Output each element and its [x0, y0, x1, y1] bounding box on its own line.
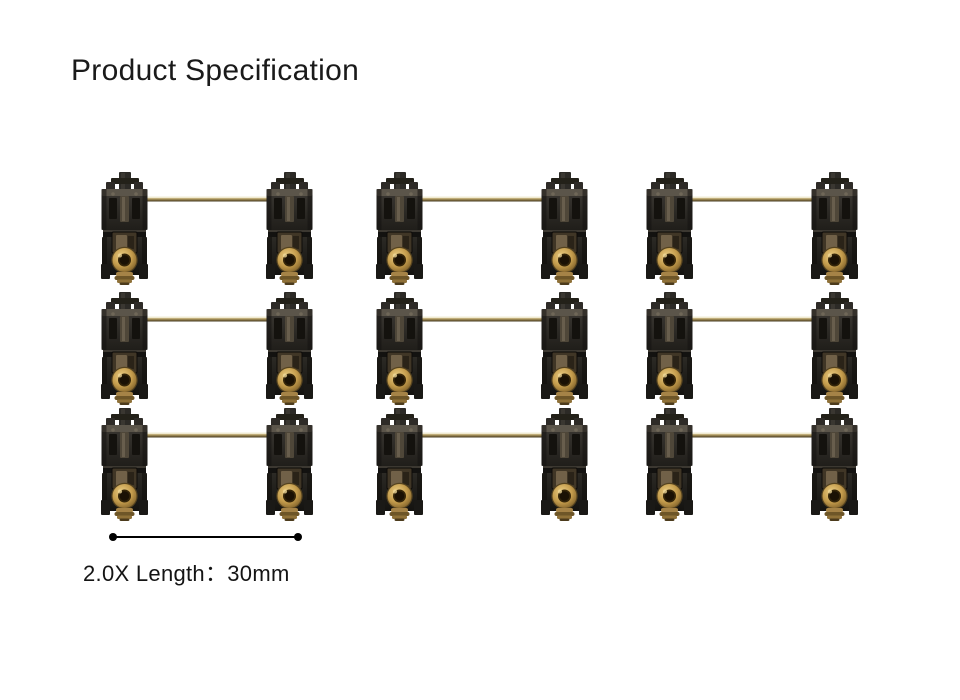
stabilizer-illustration	[646, 406, 858, 521]
dimension-line-bar	[113, 535, 298, 539]
stabilizer-illustration	[376, 290, 588, 405]
page-title: Product Specification	[71, 54, 360, 87]
stabilizer-illustration	[646, 290, 858, 405]
stabilizer-illustration	[376, 406, 588, 521]
stabilizer-illustration	[101, 406, 313, 521]
stabilizer-grid	[101, 170, 859, 522]
stabilizer-image	[376, 406, 588, 521]
stabilizer-image	[376, 290, 588, 405]
stabilizer-image	[101, 170, 313, 285]
stabilizer-illustration	[101, 290, 313, 405]
stabilizer-image	[646, 406, 858, 521]
stabilizer-image	[646, 290, 858, 405]
stabilizer-image	[376, 170, 588, 285]
dimension-endpoint-right-icon	[294, 532, 302, 541]
stabilizer-illustration	[101, 170, 313, 285]
stabilizer-image	[101, 406, 313, 521]
stabilizer-illustration	[646, 170, 858, 285]
stabilizer-image	[101, 290, 313, 405]
dimension-line	[109, 532, 302, 542]
stabilizer-illustration	[376, 170, 588, 285]
dimension-label: 2.0X Length：30mm	[83, 561, 290, 586]
stabilizer-image	[646, 170, 858, 285]
